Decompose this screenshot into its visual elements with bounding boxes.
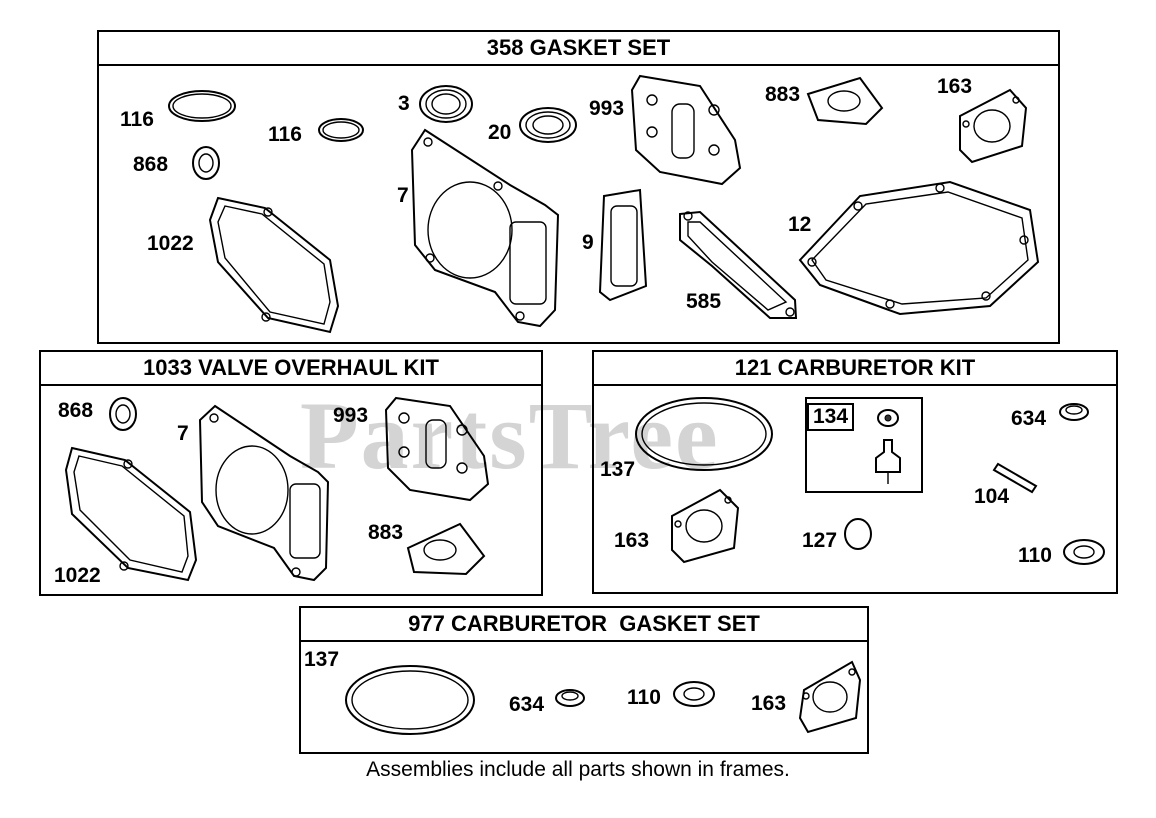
valve-cover-gasket-icon xyxy=(208,196,340,334)
o-ring-icon xyxy=(635,397,773,471)
washer-icon xyxy=(1063,539,1105,565)
part-label: 9 xyxy=(582,231,594,254)
bearing-seal-icon xyxy=(419,85,473,123)
part-label: 7 xyxy=(177,422,189,445)
part-label: 993 xyxy=(589,97,625,120)
kit-title: 121 CARBURETOR KIT xyxy=(594,352,1116,386)
welch-plug-icon xyxy=(844,518,872,550)
washer-icon xyxy=(673,681,715,707)
bearing-seal-icon xyxy=(519,107,577,143)
part-label: 104 xyxy=(974,485,1010,508)
part-label: 137 xyxy=(304,648,340,671)
part-label: 868 xyxy=(133,153,169,176)
part-label: 134 xyxy=(807,403,855,431)
part-label: 163 xyxy=(937,75,973,98)
intake-gasket-icon xyxy=(598,188,648,302)
part-label: 883 xyxy=(765,83,801,106)
part-label: 163 xyxy=(751,692,787,715)
part-label: 116 xyxy=(268,123,302,146)
seal-ring-icon xyxy=(192,146,220,180)
carb-spacer-gasket-icon xyxy=(406,522,486,576)
breather-gasket-icon xyxy=(630,74,742,186)
carb-gasket-icon xyxy=(671,488,740,564)
part-label: 116 xyxy=(120,108,154,131)
part-label: 1022 xyxy=(147,232,194,255)
exhaust-gasket-icon xyxy=(679,210,798,319)
kit-title: 1033 VALVE OVERHAUL KIT xyxy=(41,352,541,386)
o-ring-icon xyxy=(345,665,475,735)
carb-gasket-icon xyxy=(959,88,1028,164)
part-label: 883 xyxy=(368,521,404,544)
carb-spacer-gasket-icon xyxy=(806,76,884,126)
part-label: 137 xyxy=(600,458,636,481)
kit-frame-gasket-set: 358 GASKET SET xyxy=(97,30,1060,344)
seal-ring-icon xyxy=(109,397,137,431)
kit-frame-valve-overhaul: 1033 VALVE OVERHAUL KIT xyxy=(39,350,543,596)
part-label: 3 xyxy=(398,92,410,115)
crankcase-gasket-icon xyxy=(798,180,1040,316)
head-gasket-icon xyxy=(198,404,330,582)
part-label: 993 xyxy=(333,404,369,427)
kit-title: 977 CARBURETOR GASKET SET xyxy=(301,608,867,642)
seat-ring-icon xyxy=(1059,403,1089,421)
part-label: 7 xyxy=(397,184,409,207)
part-label: 163 xyxy=(614,529,650,552)
part-label: 868 xyxy=(58,399,94,422)
part-label: 127 xyxy=(802,529,838,552)
part-label: 12 xyxy=(788,213,812,236)
carb-gasket-icon xyxy=(798,660,862,734)
part-label: 110 xyxy=(627,686,661,709)
footnote: Assemblies include all parts shown in fr… xyxy=(366,758,790,781)
part-label: 585 xyxy=(686,290,722,313)
part-label: 110 xyxy=(1018,544,1052,567)
o-ring-icon xyxy=(168,90,236,122)
kit-title: 358 GASKET SET xyxy=(99,32,1058,66)
float-needle-icon xyxy=(875,409,901,484)
valve-cover-gasket-icon xyxy=(64,446,198,582)
part-label: 20 xyxy=(488,121,512,144)
o-ring-icon xyxy=(318,118,364,142)
sub-frame xyxy=(805,397,923,493)
kit-frame-carburetor-gasket-set: 977 CARBURETOR GASKET SET xyxy=(299,606,869,754)
pin-icon xyxy=(992,462,1038,494)
seat-ring-icon xyxy=(555,689,585,707)
part-label: 634 xyxy=(1011,407,1047,430)
part-label: 634 xyxy=(509,693,545,716)
head-gasket-icon xyxy=(410,128,560,328)
part-label: 1022 xyxy=(54,564,101,587)
breather-gasket-icon xyxy=(384,396,490,502)
kit-frame-carburetor-kit: 121 CARBURETOR KIT xyxy=(592,350,1118,594)
